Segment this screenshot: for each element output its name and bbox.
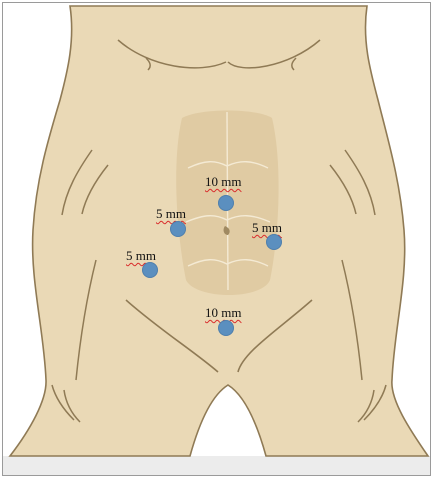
trocar-port-marker	[142, 262, 158, 278]
port-size-label: 5 mm	[156, 207, 186, 221]
trocar-port-marker	[218, 320, 234, 336]
image-frame	[2, 2, 431, 476]
trocar-port-marker	[170, 221, 186, 237]
port-size-label: 5 mm	[126, 249, 156, 263]
port-size-label: 10 mm	[205, 175, 241, 189]
trocar-port-marker	[266, 234, 282, 250]
port-size-label: 5 mm	[252, 221, 282, 235]
trocar-port-marker	[218, 195, 234, 211]
port-size-label: 10 mm	[205, 306, 241, 320]
